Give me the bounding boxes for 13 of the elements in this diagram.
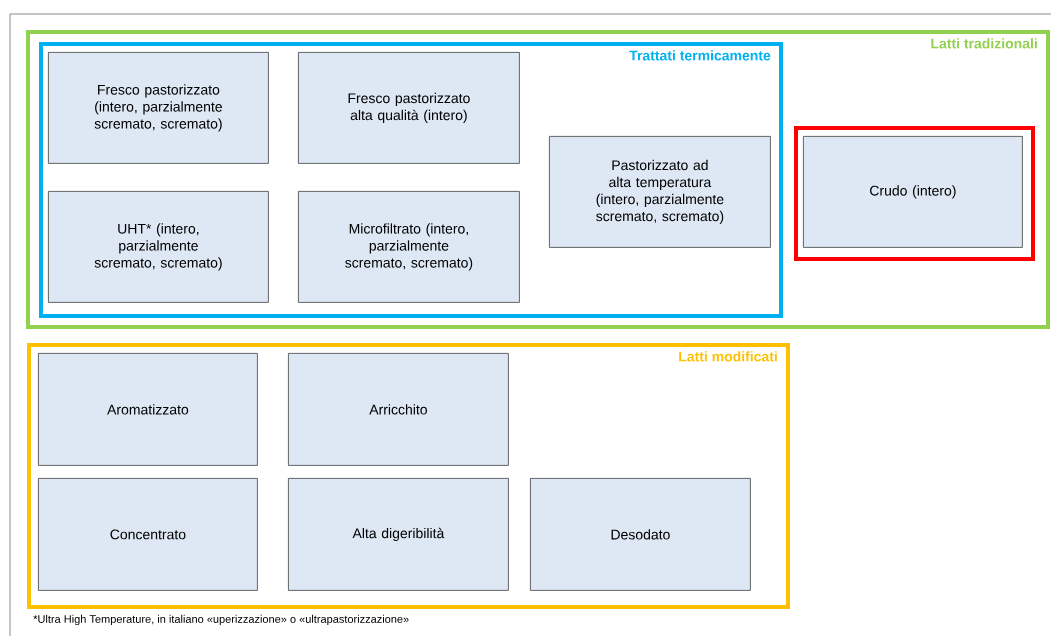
footnote: *Ultra High Temperature, in italiano «uperizzazione» o «ultrapastorizzazione» [33, 614, 409, 626]
category-box: Fresco pastorizzato alta qualità (intero) [298, 52, 520, 164]
category-box: Crudo (intero) [803, 136, 1023, 248]
group-frame [794, 126, 1035, 261]
category-box: Alta digeribilità [288, 478, 509, 591]
category-box: Microfiltrato (intero, parzialmente scremato, scremato) [298, 191, 520, 303]
category-box: UHT* (intero, parzialmente scremato, scremato) [48, 191, 269, 303]
category-box: Concentrato [38, 478, 258, 591]
category-box: Aromatizzato [38, 353, 258, 466]
category-box: Desodato [530, 478, 751, 591]
category-box: Fresco pastorizzato (intero, parzialmente scremato, scremato) [48, 52, 269, 164]
category-box: Arricchito [288, 353, 509, 466]
category-box: Pastorizzato ad alta temperatura (intero, parzialmente scremato, scremato) [549, 136, 771, 248]
